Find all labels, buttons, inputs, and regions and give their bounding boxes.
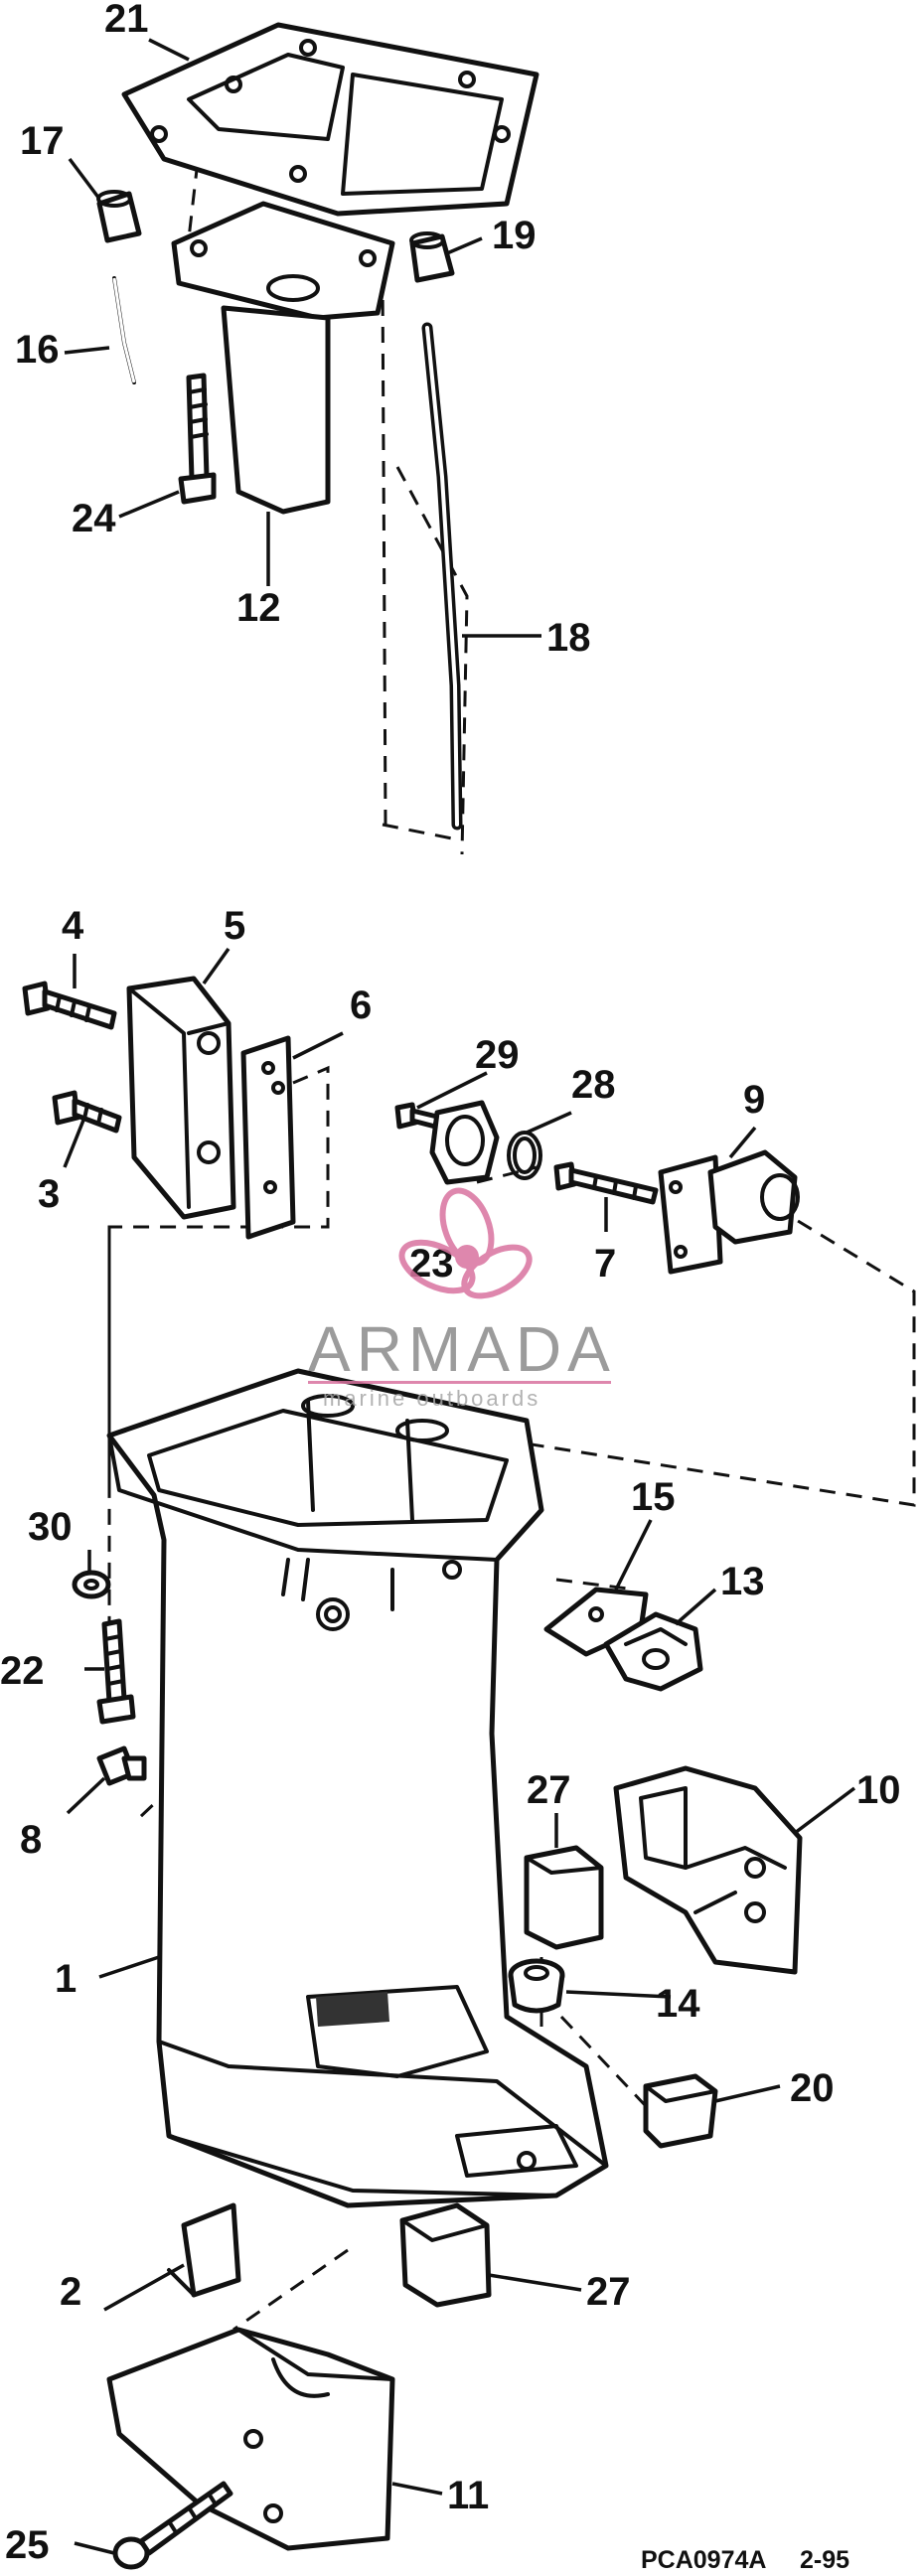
part-14-grommet — [508, 1958, 565, 2014]
label-3: 3 — [38, 1172, 60, 1216]
label-27-lower: 27 — [586, 2270, 631, 2314]
label-21: 21 — [104, 0, 149, 41]
label-16: 16 — [15, 328, 60, 372]
part-23-plate — [429, 1100, 500, 1185]
part-28-o-ring — [507, 1131, 542, 1180]
label-11: 11 — [447, 2474, 489, 2517]
watermark-tagline: marine outboards — [323, 1386, 540, 1411]
part-1-driveshaft-housing — [106, 1368, 609, 2208]
label-8: 8 — [20, 1818, 42, 1862]
part-16-water-tube — [112, 276, 136, 384]
part-13-clip — [603, 1611, 703, 1692]
part-27-pad-upper — [524, 1845, 604, 1950]
label-19: 19 — [492, 214, 537, 257]
label-4: 4 — [62, 904, 84, 948]
part-24-screw — [178, 373, 217, 505]
drawing-date: 2-95 — [800, 2546, 849, 2574]
part-30-washer — [72, 1570, 111, 1599]
label-15: 15 — [631, 1475, 676, 1519]
part-7-screw — [553, 1161, 659, 1205]
drawing-code: PCA0974A — [641, 2546, 766, 2574]
part-12-exhaust-housing — [171, 201, 395, 515]
part-8-screw — [96, 1745, 147, 1786]
part-10-mount — [613, 1765, 803, 1975]
label-18: 18 — [546, 616, 591, 660]
label-9: 9 — [743, 1078, 765, 1122]
watermark-brand: ARMADA — [308, 1313, 616, 1385]
label-2: 2 — [60, 2270, 81, 2314]
part-2-plate — [167, 2202, 241, 2298]
armada-watermark: ARMADA marine outboards — [308, 1187, 616, 1411]
watermark-underline — [308, 1381, 611, 1384]
label-30: 30 — [28, 1505, 73, 1549]
label-10: 10 — [856, 1768, 901, 1812]
label-27-upper: 27 — [527, 1768, 571, 1812]
label-17: 17 — [20, 119, 65, 163]
part-19-grommet — [409, 231, 455, 283]
label-24: 24 — [72, 497, 116, 540]
label-7: 7 — [594, 1242, 616, 1286]
part-17-grommet — [96, 190, 142, 243]
part-25-bolt — [112, 2481, 233, 2570]
drawing-reference: PCA0974A 2-95 — [641, 2546, 849, 2574]
part-29-screw — [394, 1102, 440, 1130]
part-21-gasket — [121, 22, 539, 217]
label-13: 13 — [720, 1560, 765, 1603]
part-20-block — [643, 2073, 718, 2149]
label-14: 14 — [656, 1982, 700, 2026]
label-20: 20 — [790, 2066, 835, 2110]
part-9-bracket — [658, 1149, 800, 1275]
label-25: 25 — [5, 2523, 50, 2567]
part-18-water-tube — [421, 322, 463, 831]
part-4-screw — [22, 981, 117, 1030]
part-11-lower-cover — [106, 2327, 395, 2551]
label-12: 12 — [236, 586, 281, 630]
label-28: 28 — [571, 1063, 616, 1107]
part-5-cover — [126, 976, 236, 1220]
label-1: 1 — [55, 1957, 77, 2001]
label-22: 22 — [0, 1649, 45, 1693]
label-5: 5 — [224, 904, 245, 948]
part-27-pad-lower — [399, 2202, 492, 2308]
label-29: 29 — [475, 1033, 520, 1077]
part-22-screw — [96, 1618, 136, 1725]
part-3-screw — [52, 1090, 122, 1134]
leader-lines — [63, 38, 856, 2555]
part-6-gasket — [240, 1035, 296, 1240]
propeller-logo-icon — [398, 1187, 533, 1299]
part-labels: 21 17 19 16 24 12 18 4 5 6 3 29 28 9 23 … — [0, 0, 901, 2567]
label-6: 6 — [350, 984, 372, 1027]
